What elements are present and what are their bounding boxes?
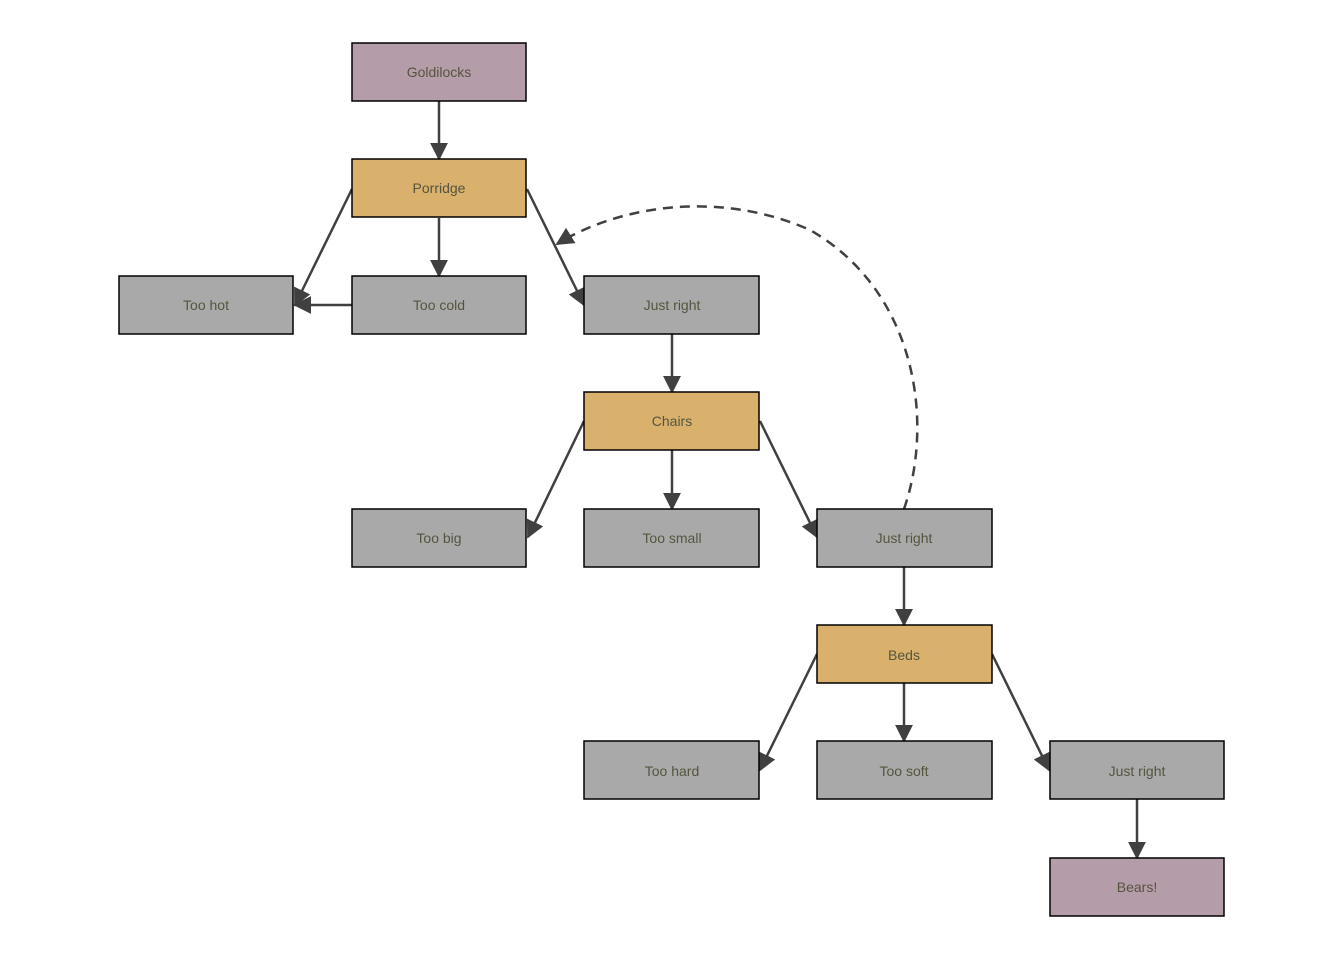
node-label: Too hard xyxy=(645,763,699,779)
node-bears[interactable]: Bears! xyxy=(1049,857,1225,917)
node-porridge-just-right[interactable]: Just right xyxy=(583,275,760,335)
node-box xyxy=(1049,857,1225,917)
node-chairs-just-right[interactable]: Just right xyxy=(816,508,993,568)
node-chairs-too-small[interactable]: Too small xyxy=(583,508,760,568)
edge-chairs-to-too-big xyxy=(526,420,586,539)
node-box xyxy=(583,275,760,335)
node-chairs[interactable]: Chairs xyxy=(583,391,760,451)
edges xyxy=(293,101,1146,860)
node-label: Just right xyxy=(644,297,701,313)
node-beds[interactable]: Beds xyxy=(816,624,993,684)
node-box xyxy=(583,391,760,451)
node-box xyxy=(816,740,993,800)
edge-porridge-to-too-hot xyxy=(293,188,354,307)
node-box xyxy=(118,275,294,335)
node-beds-too-hard[interactable]: Too hard xyxy=(583,740,760,800)
node-box xyxy=(583,508,760,568)
node-goldilocks[interactable]: Goldilocks xyxy=(351,42,527,102)
node-label: Beds xyxy=(888,647,920,663)
node-box xyxy=(1049,740,1225,800)
node-label: Too hot xyxy=(183,297,229,313)
node-label: Too soft xyxy=(879,763,928,779)
node-box xyxy=(816,508,993,568)
node-box xyxy=(351,158,527,218)
node-beds-too-soft[interactable]: Too soft xyxy=(816,740,993,800)
node-label: Too big xyxy=(416,530,461,546)
node-beds-just-right[interactable]: Just right xyxy=(1049,740,1225,800)
node-chairs-too-big[interactable]: Too big xyxy=(351,508,527,568)
node-label: Just right xyxy=(1109,763,1166,779)
edge-chairs-just-right-to-porridge-dashed xyxy=(555,205,919,510)
node-label: Just right xyxy=(876,530,933,546)
node-box xyxy=(583,740,760,800)
node-label: Too cold xyxy=(413,297,465,313)
node-label: Chairs xyxy=(652,413,692,429)
node-porridge-too-cold[interactable]: Too cold xyxy=(351,275,527,335)
node-box xyxy=(351,275,527,335)
node-label: Porridge xyxy=(413,180,466,196)
node-porridge-too-hot[interactable]: Too hot xyxy=(118,275,294,335)
node-box xyxy=(351,42,527,102)
node-label: Goldilocks xyxy=(407,64,472,80)
edge-chairs-to-just-right xyxy=(758,420,819,539)
node-box xyxy=(816,624,993,684)
node-box xyxy=(351,508,527,568)
nodes: Goldilocks Porridge Too hot Too cold Jus… xyxy=(118,42,1225,917)
edge-beds-to-just-right xyxy=(990,653,1051,772)
edge-porridge-to-just-right xyxy=(525,188,586,307)
edge-beds-to-too-hard xyxy=(758,653,819,772)
node-label: Bears! xyxy=(1117,879,1157,895)
node-porridge[interactable]: Porridge xyxy=(351,158,527,218)
node-label: Too small xyxy=(642,530,701,546)
